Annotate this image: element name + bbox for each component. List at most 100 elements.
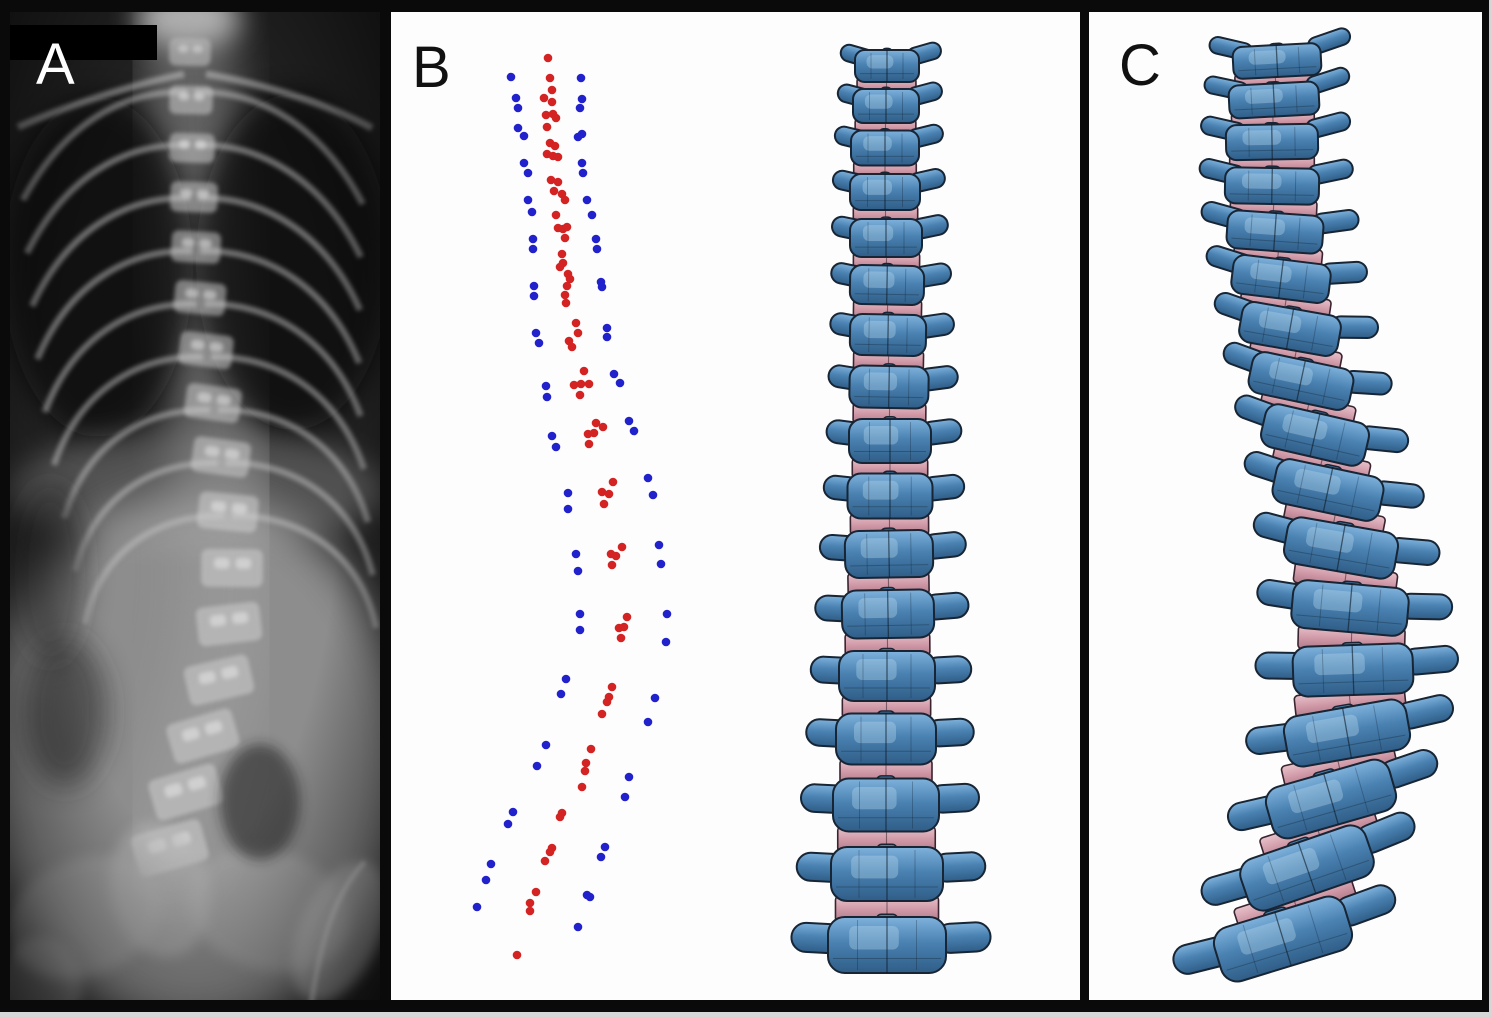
vertebra <box>1200 201 1360 255</box>
blue-landmarks-right-dot <box>661 637 671 647</box>
panel-a-label: A <box>36 32 75 97</box>
red-landmarks-dot <box>562 222 572 232</box>
vertebra <box>1172 884 1397 983</box>
red-landmarks-dot <box>512 950 522 960</box>
red-landmarks-dot <box>562 281 572 291</box>
red-landmarks-dot <box>581 758 591 768</box>
red-landmarks-dot <box>607 560 617 570</box>
red-landmarks-dot <box>540 856 550 866</box>
panel-b-landmarks-and-model: B <box>391 12 1080 1000</box>
red-landmarks-dot <box>547 97 557 107</box>
red-landmarks-dot <box>545 847 555 857</box>
red-landmarks-dot <box>619 622 629 632</box>
blue-landmarks-left-dot <box>508 807 518 817</box>
red-landmarks-dot <box>571 318 581 328</box>
oblique-model <box>1172 27 1459 983</box>
vertebra <box>830 262 952 306</box>
blue-landmarks-left-dot <box>523 195 533 205</box>
blue-landmarks-left-dot <box>534 338 544 348</box>
vertebra <box>1252 511 1441 580</box>
blue-landmarks-left-dot <box>527 207 537 217</box>
vertebra <box>1243 451 1425 522</box>
blue-landmarks-left-dot <box>556 689 566 699</box>
redaction-bar <box>10 25 157 60</box>
blue-landmarks-right-dot <box>600 842 610 852</box>
blue-landmarks-left-dot <box>551 442 561 452</box>
blue-landmarks-left-dot <box>563 504 573 514</box>
blue-landmarks-left-dot <box>528 234 538 244</box>
blue-landmarks-right-dot <box>648 490 658 500</box>
blue-landmarks-right-dot <box>587 210 597 220</box>
blue-landmarks-left-dot <box>528 244 538 254</box>
vertebra <box>809 647 973 702</box>
blue-landmarks-right-dot <box>597 282 607 292</box>
blue-landmarks-left-dot <box>529 281 539 291</box>
blue-landmarks-left-dot <box>531 328 541 338</box>
blue-landmarks-right-dot <box>585 892 595 902</box>
vertebra <box>790 913 992 974</box>
red-landmarks-dot <box>584 439 594 449</box>
blue-landmarks-left-dot <box>573 566 583 576</box>
red-landmarks-dot <box>597 709 607 719</box>
vertebra <box>1254 641 1459 698</box>
red-landmarks-dot <box>551 210 561 220</box>
blue-landmarks-right-dot <box>575 103 585 113</box>
red-landmarks-dot <box>602 697 612 707</box>
vertebra <box>1245 694 1454 768</box>
red-landmarks-dot <box>608 477 618 487</box>
vertebra <box>833 123 944 167</box>
blue-landmarks-right-dot <box>620 792 630 802</box>
blue-landmarks-left-dot <box>511 93 521 103</box>
vertebra <box>1198 158 1354 206</box>
blue-landmarks-right-dot <box>592 244 602 254</box>
blue-landmarks-left-dot <box>506 72 516 82</box>
blue-landmarks-right-dot <box>591 234 601 244</box>
panel-b-label: B <box>412 35 451 100</box>
red-landmarks-dot <box>531 887 541 897</box>
red-landmarks-dot <box>553 152 563 162</box>
vertebra <box>1234 394 1410 467</box>
vertebra <box>805 710 975 766</box>
blue-landmarks-right-dot <box>573 922 583 932</box>
red-landmarks-dot <box>545 73 555 83</box>
blue-landmarks-left-dot <box>542 392 552 402</box>
red-landmarks-dot <box>542 122 552 132</box>
red-landmarks-dot <box>525 906 535 916</box>
red-landmarks-dot <box>575 390 585 400</box>
vertebra <box>1226 749 1439 840</box>
blue-landmarks-left-dot <box>481 875 491 885</box>
blue-landmarks-right-dot <box>573 132 583 142</box>
blue-landmarks-left-dot <box>547 431 557 441</box>
blue-landmarks-right-dot <box>629 426 639 436</box>
vertebra <box>1222 341 1393 411</box>
red-landmarks-dot <box>547 85 557 95</box>
vertebra <box>839 41 942 83</box>
red-landmarks-dot <box>584 379 594 389</box>
red-landmarks-dot <box>546 175 556 185</box>
red-landmarks-dot <box>560 233 570 243</box>
landmark-scatter-and-frontal-model <box>472 41 992 974</box>
blue-landmarks-right-dot <box>609 369 619 379</box>
blue-landmarks-left-dot <box>513 123 523 133</box>
blue-landmarks-left-dot <box>503 819 513 829</box>
red-landmarks-dot <box>616 633 626 643</box>
vertebra <box>795 843 987 902</box>
blue-landmarks-right-dot <box>577 158 587 168</box>
red-landmarks-dot <box>589 428 599 438</box>
vertebra <box>814 586 970 640</box>
panel-a-xray: A <box>10 12 380 1000</box>
blue-landmarks-left-dot <box>472 902 482 912</box>
blue-landmarks-left-dot <box>529 291 539 301</box>
blue-landmarks-right-dot <box>582 195 592 205</box>
red-landmarks-dot <box>622 612 632 622</box>
blue-landmarks-right-dot <box>643 717 653 727</box>
vertebra <box>1205 245 1368 304</box>
red-landmarks-dot <box>599 499 609 509</box>
blue-landmarks-right-dot <box>602 332 612 342</box>
red-landmarks-dot <box>539 93 549 103</box>
blue-landmarks-right-dot <box>578 168 588 178</box>
red-landmarks-dot <box>573 328 583 338</box>
blue-landmarks-left-dot <box>571 549 581 559</box>
red-landmarks-dot <box>580 766 590 776</box>
